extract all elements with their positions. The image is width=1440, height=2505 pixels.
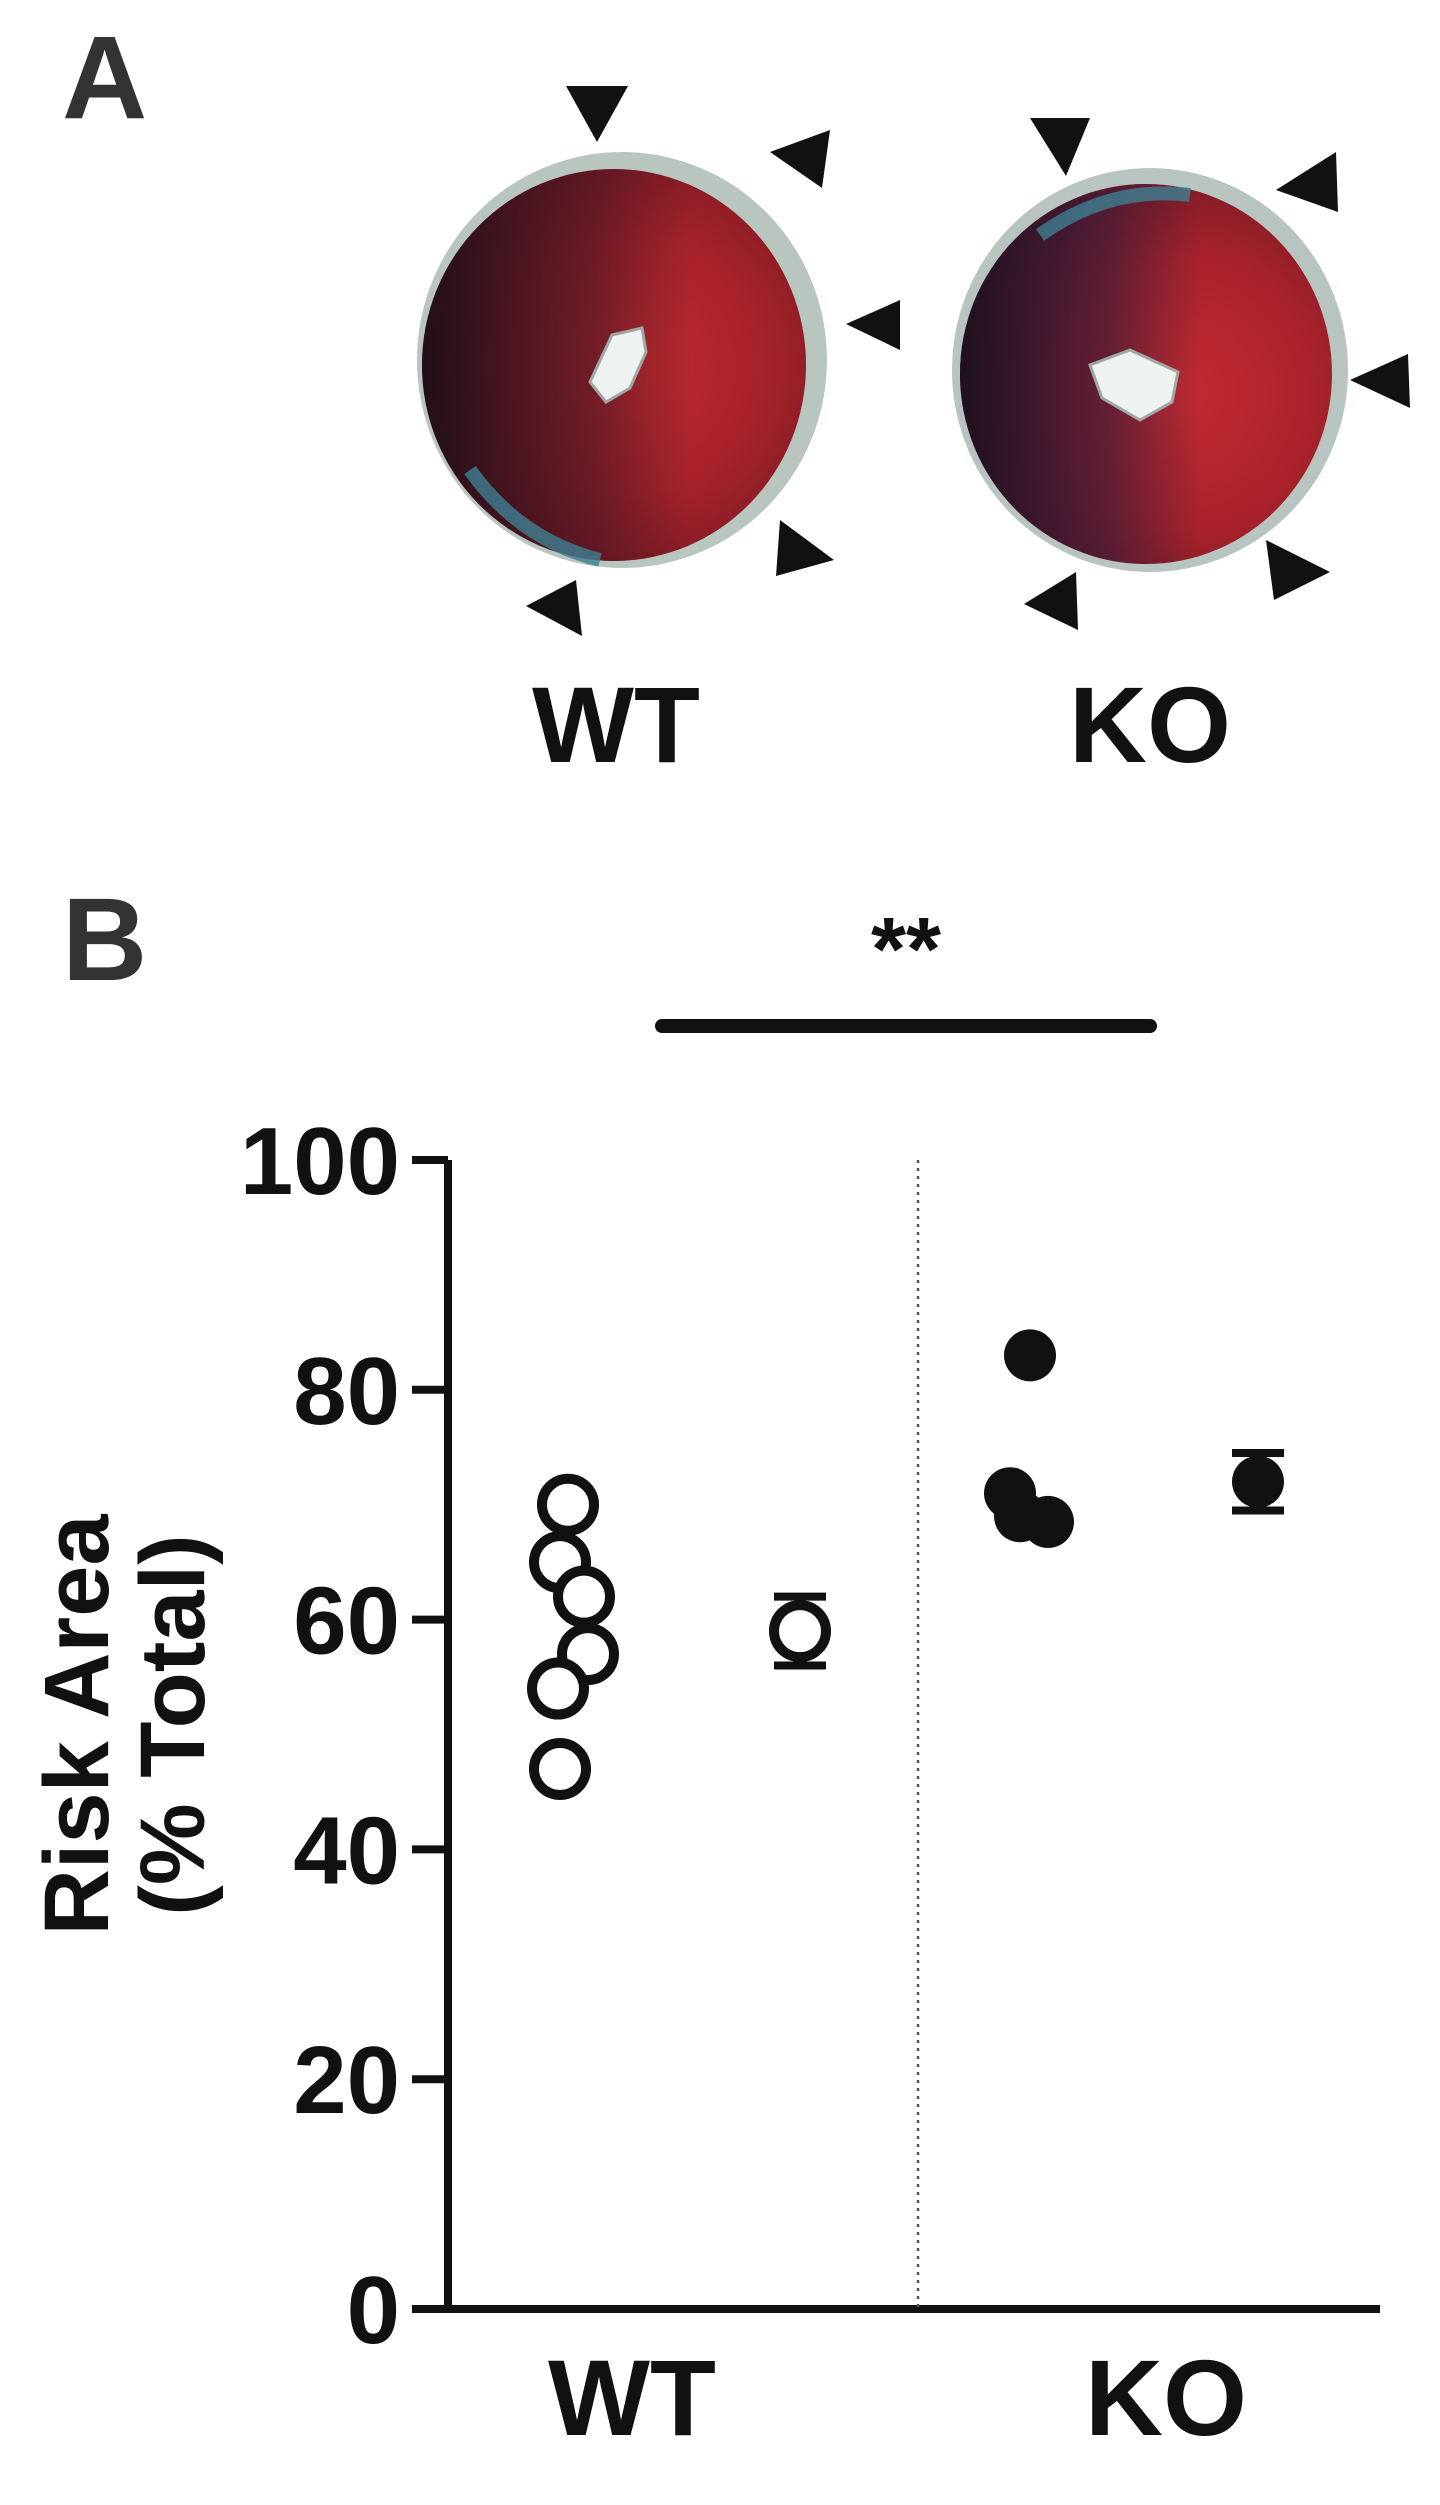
arrowhead-icon	[1350, 354, 1410, 408]
y-tick-label: 20	[293, 2027, 400, 2134]
arrowhead-icon	[526, 580, 582, 636]
arrowhead-icon	[770, 130, 830, 188]
heart-wt-blue-edge	[464, 465, 602, 567]
arrowhead-icon	[846, 300, 900, 350]
wt-mean-marker	[769, 1600, 831, 1663]
heart-section-ko	[952, 168, 1348, 572]
arrowhead-icon	[1266, 540, 1330, 600]
wt-data-point	[529, 1737, 591, 1800]
heart-ko-lumen	[1088, 348, 1180, 422]
y-tick-label: 60	[293, 1568, 400, 1675]
arrowheads	[526, 86, 1410, 636]
y-axis-title-line-2: (% Total)	[122, 1534, 224, 1916]
y-tick-label: 100	[240, 1108, 400, 1215]
heart-section-wt	[417, 152, 827, 568]
wt-data-point	[537, 1473, 599, 1536]
panel-a-letter: A	[62, 12, 147, 144]
x-tick-label-ko: KO	[1085, 2337, 1247, 2458]
ko-data-point	[1004, 1329, 1056, 1382]
panel-a-label-wt: WT	[532, 664, 700, 785]
arrowhead-icon	[776, 520, 834, 576]
significance-label: **	[871, 900, 941, 1000]
x-tick-label-wt: WT	[548, 2337, 716, 2458]
arrowhead-icon	[1024, 572, 1078, 630]
y-tick-label: 0	[347, 2257, 400, 2364]
heart-wt-lumen	[588, 326, 648, 404]
panel-b-letter: B	[62, 874, 147, 1006]
data-points	[527, 1329, 1074, 1800]
wt-data-point	[553, 1565, 615, 1628]
y-ticks: 0 20 40 60 80 100	[240, 1108, 448, 2364]
y-axis-title-line-1: Risk Area	[26, 1514, 128, 1936]
arrowhead-icon	[1030, 118, 1090, 176]
y-tick-label: 80	[293, 1338, 400, 1445]
ko-mean-marker	[1232, 1455, 1284, 1508]
ko-data-point	[1022, 1495, 1074, 1548]
panel-a-label-ko: KO	[1069, 664, 1231, 785]
y-axis-title: Risk Area (% Total)	[26, 1514, 224, 1936]
y-tick-label: 40	[293, 1797, 400, 1904]
wt-data-point	[527, 1657, 589, 1720]
arrowhead-icon	[566, 86, 628, 142]
arrowhead-icon	[1276, 152, 1338, 212]
mean-error-markers	[769, 1448, 1284, 1670]
risk-area-chart: 0 20 40 60 80 100 WT KO Risk Area (% Total)	[26, 1108, 1380, 2458]
heart-ko-blue-edge	[1035, 186, 1191, 241]
